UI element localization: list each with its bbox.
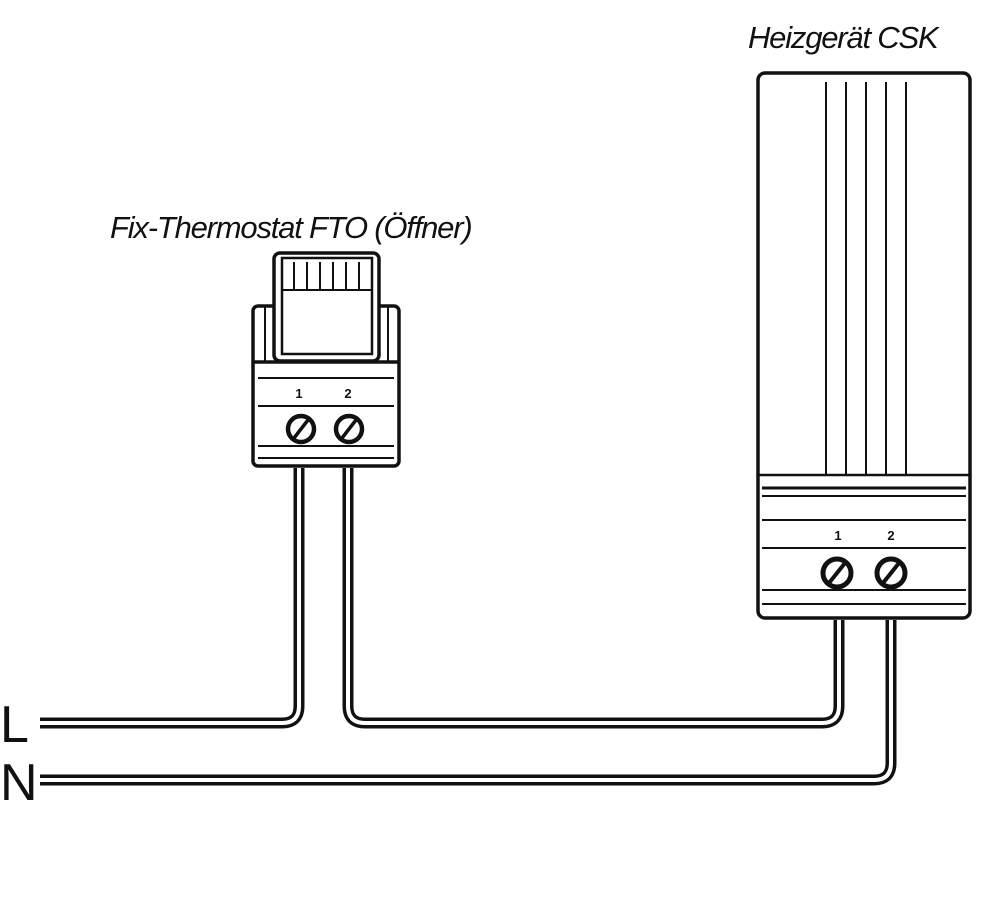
wire-l-to-thermostat-1 <box>40 468 305 729</box>
heater-screw-2-icon <box>874 556 908 590</box>
wire-n-to-heater-2 <box>40 620 897 786</box>
thermostat-screw-2-icon <box>333 413 365 445</box>
heater-device: Heizgerät CSK 1 2 <box>748 20 972 620</box>
wire-thermostat-2-to-heater-1 <box>342 468 845 729</box>
heater-label: Heizgerät CSK <box>748 20 940 55</box>
thermostat-terminal-1-label: 1 <box>295 386 302 401</box>
line-l-label: L <box>0 696 29 754</box>
thermostat-terminal-2-label: 2 <box>344 386 351 401</box>
thermostat-device: Fix-Thermostat FTO (Öffner) 1 2 <box>110 210 473 468</box>
heater-fins <box>825 82 907 474</box>
heater-terminal-2-label: 2 <box>887 528 894 543</box>
thermostat-label: Fix-Thermostat FTO (Öffner) <box>110 210 471 245</box>
thermostat-fins <box>293 262 360 290</box>
thermostat-screw-1-icon <box>285 413 317 445</box>
line-n-label: N <box>0 754 38 812</box>
heater-terminal-1-label: 1 <box>834 528 841 543</box>
heater-screw-1-icon <box>820 556 854 590</box>
